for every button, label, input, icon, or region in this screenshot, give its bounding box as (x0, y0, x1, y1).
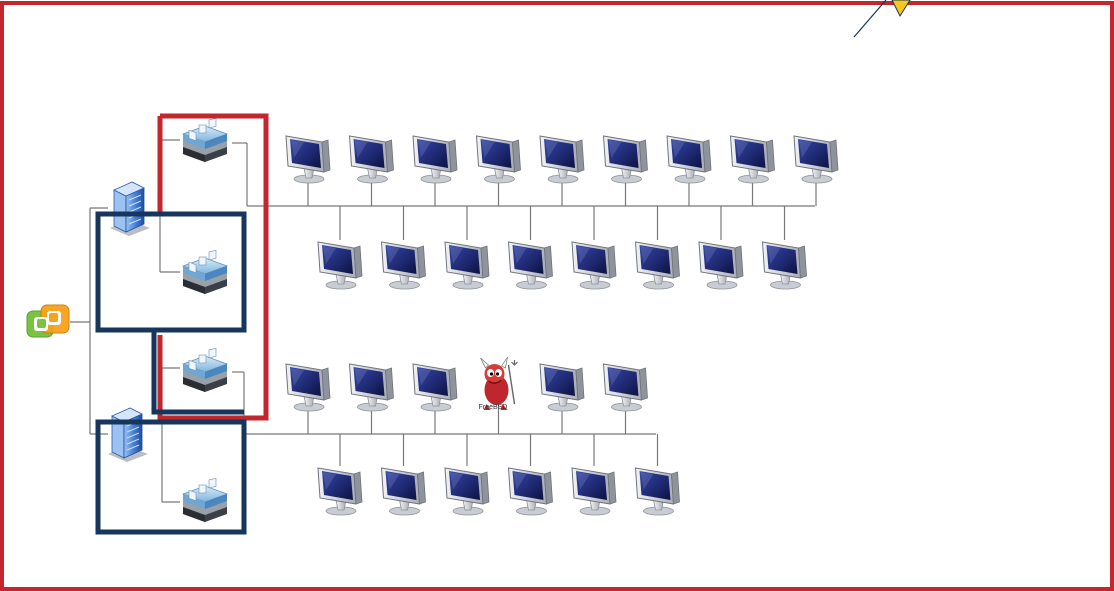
desktop-monitor-icon[interactable] (318, 242, 362, 289)
desktop-monitor-icon[interactable] (572, 242, 616, 289)
outer-frame (2, 3, 1112, 589)
desktop-monitor-icon[interactable] (667, 136, 711, 183)
desktop-monitor-icon[interactable] (286, 364, 330, 411)
desktop-monitor-icon[interactable] (413, 364, 457, 411)
desktop-monitor-icon[interactable] (572, 468, 616, 515)
freebsd-label: FreeBSD (479, 404, 508, 411)
desktop-monitor-icon[interactable] (350, 364, 394, 411)
virtual-appliance-icon[interactable] (183, 118, 227, 162)
network-bus-top (247, 176, 816, 240)
desktop-monitor-icon[interactable] (604, 364, 648, 411)
vcenter-logo-icon[interactable] (27, 305, 69, 337)
desktop-monitor-icon[interactable] (540, 364, 584, 411)
esx-host-icon[interactable] (110, 182, 150, 236)
desktop-monitor-icon[interactable] (509, 242, 553, 289)
desktop-monitor-icon[interactable] (318, 468, 362, 515)
desktop-monitor-icon[interactable] (731, 136, 775, 183)
desktop-monitor-icon[interactable] (540, 136, 584, 183)
desktop-monitor-icon[interactable] (382, 468, 426, 515)
desktop-monitor-icon[interactable] (509, 468, 553, 515)
freebsd-daemon-icon[interactable] (481, 357, 518, 410)
desktop-monitor-icon[interactable] (794, 136, 838, 183)
virtual-appliance-icon[interactable] (183, 250, 227, 294)
desktop-monitor-icon[interactable] (763, 242, 807, 289)
desktop-monitor-icon[interactable] (636, 468, 680, 515)
desktop-monitor-icon[interactable] (445, 242, 489, 289)
virtual-appliance-icon[interactable] (183, 478, 227, 522)
network-bus-bottom (244, 404, 658, 466)
desktop-monitor-icon[interactable] (382, 242, 426, 289)
desktop-monitor-icon[interactable] (604, 136, 648, 183)
desktop-monitor-icon[interactable] (636, 242, 680, 289)
esx-host-icon[interactable] (108, 408, 148, 462)
desktop-monitor-icon[interactable] (477, 136, 521, 183)
virtual-appliance-icon[interactable] (183, 348, 227, 392)
desktop-monitor-icon[interactable] (699, 242, 743, 289)
desktop-monitor-icon[interactable] (445, 468, 489, 515)
desktop-monitor-icon[interactable] (413, 136, 457, 183)
desktop-monitor-icon[interactable] (286, 136, 330, 183)
callout-arrow (854, 0, 910, 37)
desktop-monitor-icon[interactable] (350, 136, 394, 183)
